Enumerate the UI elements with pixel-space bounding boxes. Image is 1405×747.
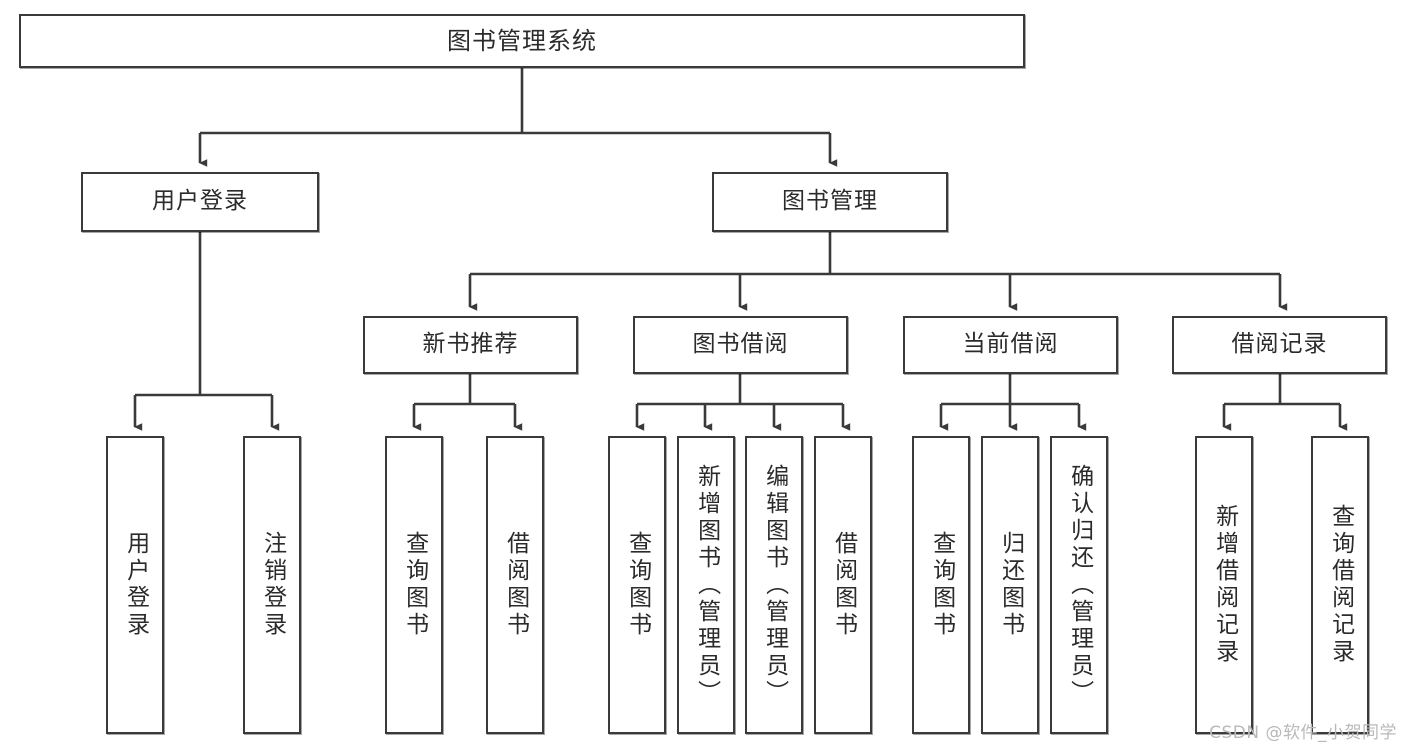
- watermark-text: CSDN @软件_小贺同学: [1209, 723, 1397, 743]
- node-leaf-user-login[interactable]: 用户登录: [106, 436, 164, 734]
- node-root[interactable]: 图书管理系统: [19, 14, 1025, 68]
- node-leaf-confirm-return[interactable]: 确认归还（管理员）: [1050, 436, 1108, 734]
- node-book-borrow-label: 图书借阅: [692, 331, 789, 358]
- node-book-manage[interactable]: 图书管理: [712, 172, 948, 232]
- node-borrow-record-label: 借阅记录: [1231, 331, 1328, 358]
- node-leaf-add-record-label: 新增借阅记录: [1211, 504, 1238, 666]
- node-leaf-return-book[interactable]: 归还图书: [981, 436, 1039, 734]
- node-root-label: 图书管理系统: [447, 26, 597, 55]
- node-leaf-borrow-book-2-label: 借阅图书: [830, 531, 857, 639]
- node-leaf-confirm-return-label: 确认归还（管理员）: [1066, 463, 1093, 707]
- node-leaf-user-login-label: 用户登录: [122, 531, 149, 639]
- node-leaf-query-record-label: 查询借阅记录: [1327, 504, 1354, 666]
- node-leaf-query-book-1[interactable]: 查询图书: [385, 436, 443, 734]
- node-leaf-logout-login[interactable]: 注销登录: [243, 436, 301, 734]
- node-leaf-add-record[interactable]: 新增借阅记录: [1195, 436, 1253, 734]
- node-book-borrow[interactable]: 图书借阅: [633, 316, 848, 374]
- node-leaf-borrow-book-2[interactable]: 借阅图书: [814, 436, 872, 734]
- node-book-manage-label: 图书管理: [782, 188, 878, 215]
- node-current-borrow[interactable]: 当前借阅: [903, 316, 1118, 374]
- node-leaf-query-book-1-label: 查询图书: [401, 531, 428, 639]
- node-borrow-record[interactable]: 借阅记录: [1172, 316, 1387, 374]
- node-leaf-query-book-2-label: 查询图书: [624, 531, 651, 639]
- node-leaf-add-book[interactable]: 新增图书（管理员）: [677, 436, 735, 734]
- node-new-book-recommend[interactable]: 新书推荐: [363, 316, 578, 374]
- node-leaf-borrow-book-1[interactable]: 借阅图书: [486, 436, 544, 734]
- node-leaf-edit-book[interactable]: 编辑图书（管理员）: [745, 436, 803, 734]
- node-user-login-label: 用户登录: [152, 188, 248, 215]
- node-leaf-edit-book-label: 编辑图书（管理员）: [761, 463, 788, 707]
- node-leaf-query-record[interactable]: 查询借阅记录: [1311, 436, 1369, 734]
- node-leaf-query-book-3[interactable]: 查询图书: [912, 436, 970, 734]
- node-user-login[interactable]: 用户登录: [81, 172, 319, 232]
- node-leaf-add-book-label: 新增图书（管理员）: [693, 463, 720, 707]
- node-leaf-borrow-book-1-label: 借阅图书: [502, 531, 529, 639]
- node-leaf-logout-login-label: 注销登录: [259, 531, 286, 639]
- node-leaf-return-book-label: 归还图书: [997, 531, 1024, 639]
- node-leaf-query-book-3-label: 查询图书: [928, 531, 955, 639]
- node-new-book-recommend-label: 新书推荐: [422, 331, 519, 358]
- node-current-borrow-label: 当前借阅: [962, 331, 1059, 358]
- node-leaf-query-book-2[interactable]: 查询图书: [608, 436, 666, 734]
